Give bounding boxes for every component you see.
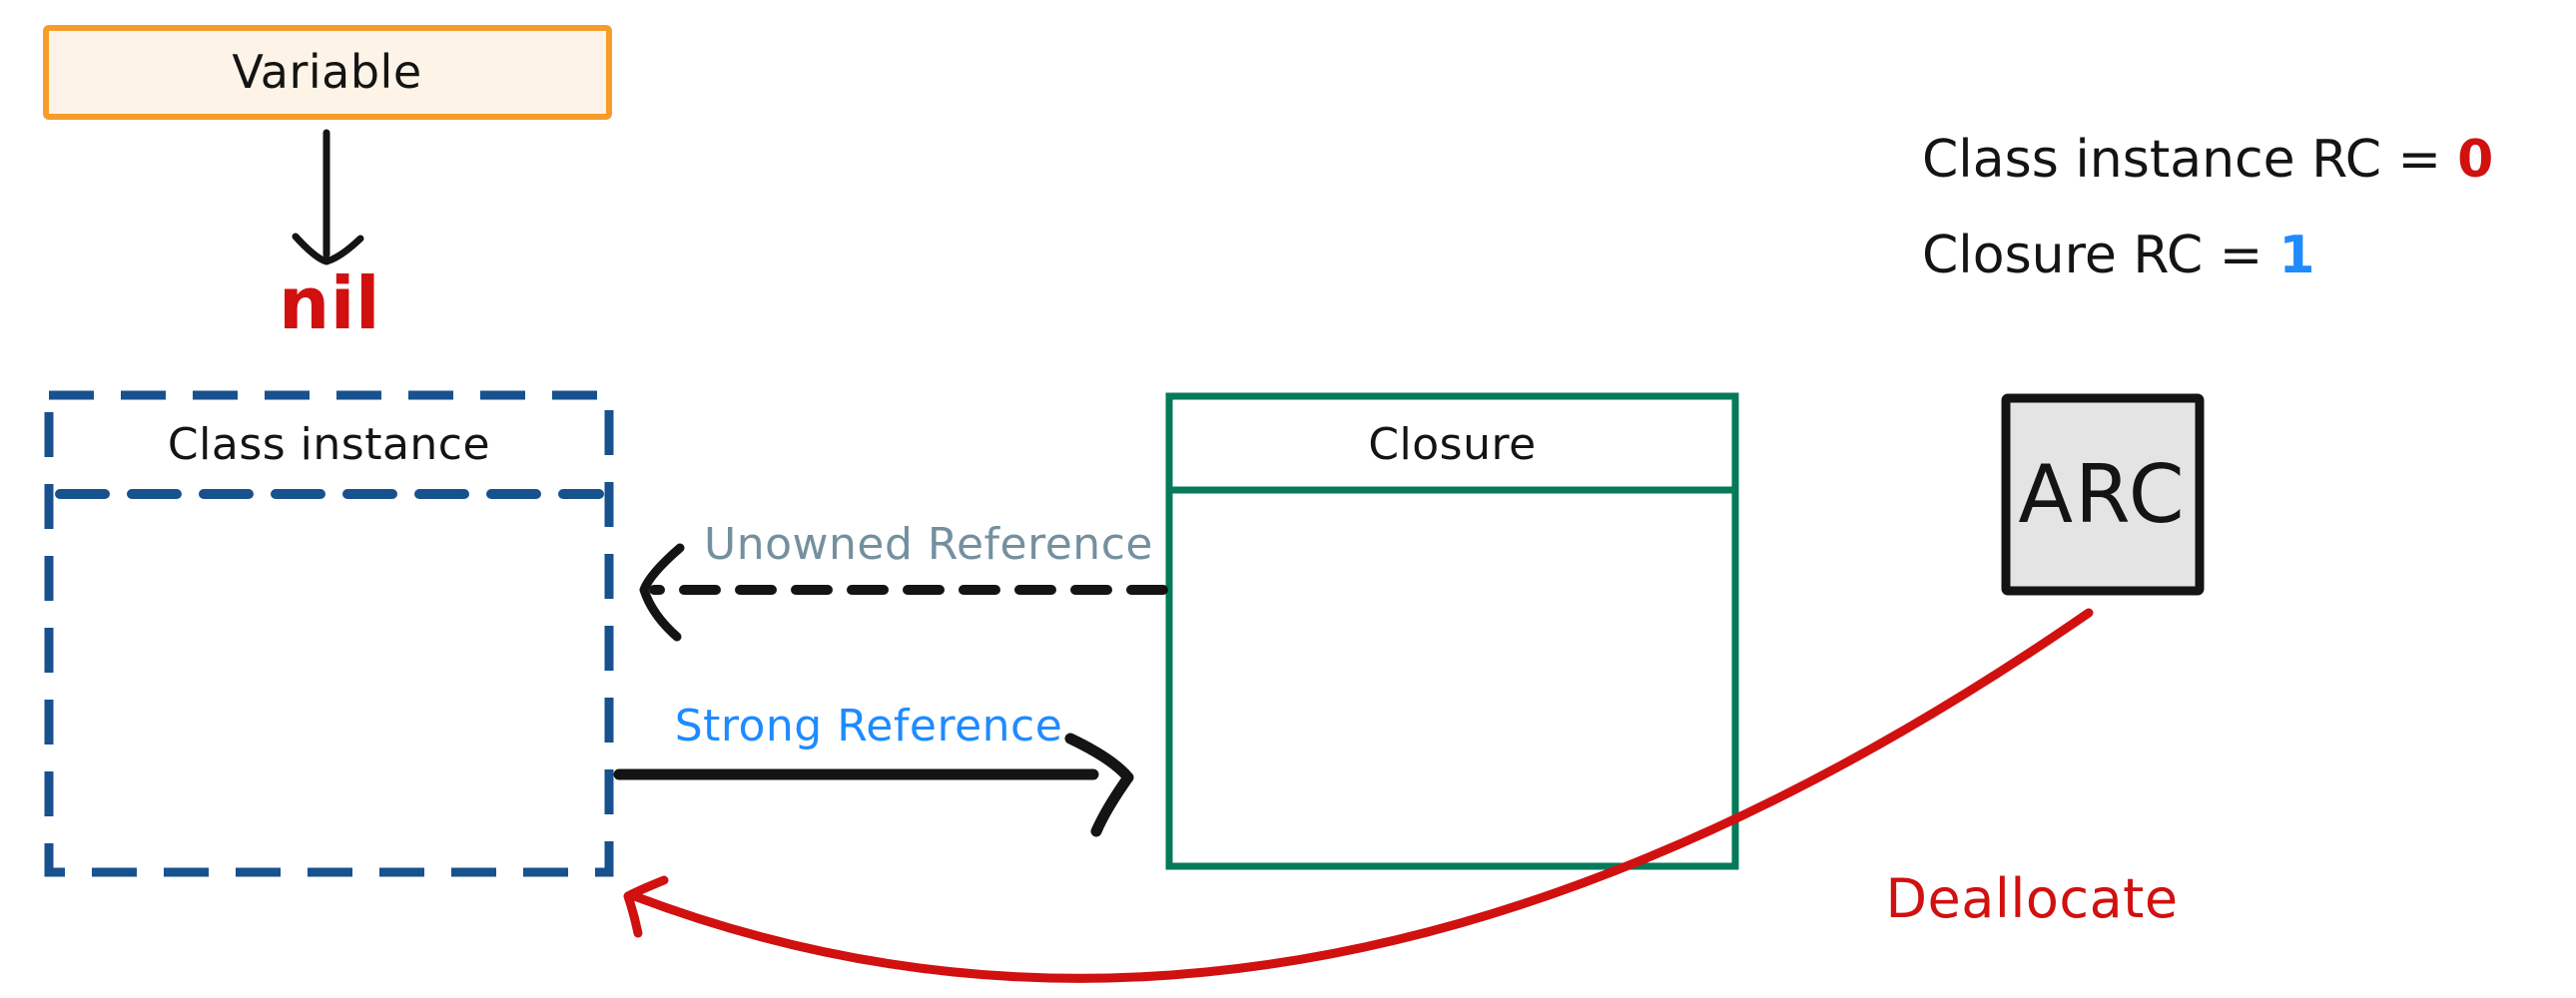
class-instance-box-rect (44, 390, 614, 877)
strong-reference-label: Strong Reference (674, 700, 1063, 751)
closure-label: Closure (1368, 418, 1537, 470)
rc-class-instance-label: Class instance RC = (1922, 130, 2442, 190)
closure-box (1165, 392, 1739, 870)
rc-closure-line: Closure RC = 1 (1922, 226, 2315, 285)
closure-box-rect (1165, 392, 1739, 870)
nil-label: nil (278, 261, 381, 345)
deallocate-curve (627, 608, 2094, 983)
rc-closure-value: 1 (2278, 226, 2315, 285)
rc-closure-label: Closure RC = (1922, 226, 2263, 285)
unowned-reference-label: Unowned Reference (704, 518, 1153, 570)
deallocate-arrowhead-icon (623, 875, 669, 938)
unowned-arrowhead-icon (639, 543, 685, 642)
class-instance-label: Class instance (167, 418, 491, 470)
deallocate-label: Deallocate (1885, 866, 2179, 930)
strong-reference-arrow (613, 733, 1134, 837)
rc-class-instance-value: 0 (2457, 130, 2494, 190)
class-instance-box (44, 390, 614, 877)
variable-box-rect (43, 25, 612, 120)
variable-label: Variable (232, 45, 422, 99)
unowned-reference-arrow (639, 543, 1168, 642)
down-arrowhead-icon (292, 233, 364, 265)
strong-arrowhead-icon (1064, 733, 1134, 837)
rc-class-instance-line: Class instance RC = 0 (1922, 130, 2493, 190)
arc-label: ARC (2018, 448, 2187, 541)
arc-box-rect (2001, 393, 2205, 596)
deallocate-arrow (623, 608, 2094, 983)
variable-to-nil-arrow (292, 129, 364, 265)
